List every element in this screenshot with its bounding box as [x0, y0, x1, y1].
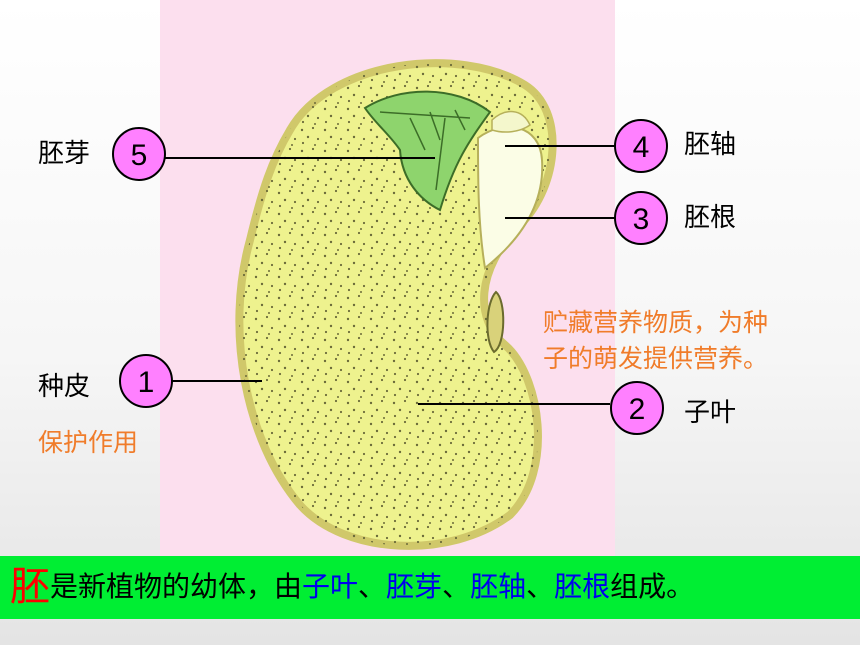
- label-embryo-axis: 胚轴: [684, 130, 737, 160]
- summary-separator: 、: [358, 570, 387, 603]
- hypocotyl: [491, 110, 531, 133]
- svg-text:3: 3: [633, 203, 650, 236]
- note-cotyledon-line-2: 子的萌发提供营养。: [543, 344, 769, 374]
- note-cotyledon-function: 贮藏营养物质，为种 子的萌发提供营养。: [543, 305, 768, 378]
- summary-part-embryo-bud: 胚芽: [386, 570, 443, 603]
- summary-separator: 、: [442, 570, 471, 603]
- label-embryo-bud: 胚芽: [38, 139, 91, 169]
- note-seed-coat-function: 保护作用: [38, 428, 139, 457]
- svg-text:4: 4: [633, 131, 650, 164]
- summary-sentence: 胚是新植物的幼体，由子叶、胚芽、胚轴、胚根组成。: [10, 567, 694, 607]
- summary-separator: 、: [526, 570, 555, 603]
- summary-text-1: 是新植物的幼体，由: [50, 570, 303, 603]
- summary-part-embryo-axis: 胚轴: [470, 570, 527, 603]
- callout-3: 3: [614, 191, 668, 245]
- callout-5: 5: [112, 127, 166, 181]
- summary-text-2: 组成。: [610, 570, 695, 603]
- cotyledon-speckles: [239, 63, 553, 546]
- callout-4: 4: [614, 119, 668, 173]
- svg-text:2: 2: [629, 393, 646, 426]
- label-cotyledon: 子叶: [684, 398, 737, 428]
- hilum: [486, 290, 505, 354]
- summary-part-cotyledon: 子叶: [302, 570, 359, 603]
- label-seed-coat: 种皮: [38, 372, 91, 402]
- note-cotyledon-line-1: 贮藏营养物质，为种: [543, 308, 769, 337]
- svg-text:5: 5: [131, 139, 148, 172]
- callout-2: 2: [610, 381, 664, 435]
- summary-part-embryo-root: 胚根: [554, 570, 611, 603]
- svg-text:1: 1: [138, 366, 155, 399]
- plumule: [363, 90, 492, 212]
- summary-subject: 胚: [10, 564, 50, 610]
- callout-1: 1: [119, 354, 173, 408]
- label-embryo-root: 胚根: [684, 203, 737, 233]
- summary-bar: 胚是新植物的幼体，由子叶、胚芽、胚轴、胚根组成。: [0, 556, 860, 619]
- plumule-veins: [379, 109, 471, 191]
